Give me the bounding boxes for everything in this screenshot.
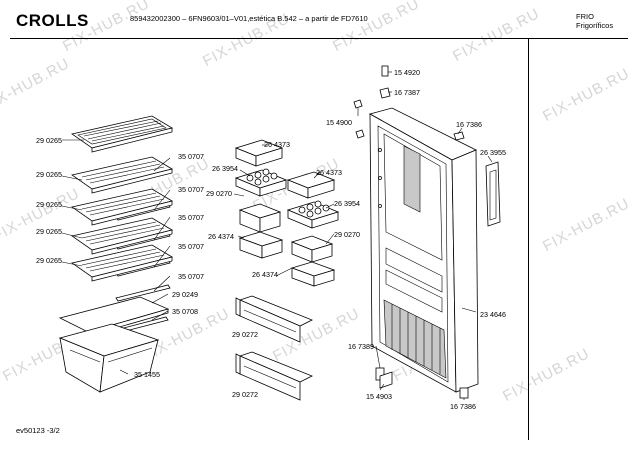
bottle-rack-lower xyxy=(235,351,313,401)
bottle-rack-upper xyxy=(235,295,313,343)
hinge-hardware xyxy=(353,65,469,399)
category-line-2: Frigoríficos xyxy=(576,21,614,30)
label-shelf-4: 29 0265 xyxy=(36,227,62,236)
page-reference: ev50123 -3/2 xyxy=(16,426,60,435)
category-label: FRIO Frigoríficos xyxy=(576,12,613,30)
shelf-5 xyxy=(71,244,174,302)
category-line-1: FRIO xyxy=(576,12,594,21)
label-glass-trim: 35 0708 xyxy=(172,307,198,316)
label-egg-tray-left: 26 3954 xyxy=(212,164,238,173)
door-handle xyxy=(485,161,501,227)
crisper-drawer xyxy=(58,323,160,393)
label-door-box-right: 26 4374 xyxy=(252,270,278,279)
brand-logo: CROLLS xyxy=(16,11,89,30)
label-hinge-cap-top: 16 7387 xyxy=(394,88,420,97)
door-assembly xyxy=(368,107,479,393)
label-egg-cover-left: 26 4373 xyxy=(264,140,290,149)
label-shelf-1: 29 0265 xyxy=(36,136,62,145)
label-bottom-cap: 16 7389 xyxy=(348,342,374,351)
label-door-assembly: 23 4646 xyxy=(480,310,506,319)
label-egg-cover-right: 26 4373 xyxy=(316,168,342,177)
label-hinge-pin-top: 15 4920 xyxy=(394,68,420,77)
label-door-shelf-small-left: 29 0270 xyxy=(206,189,232,198)
label-glass-plate: 29 0249 xyxy=(172,290,198,299)
label-bottom-hinge: 15 4903 xyxy=(366,392,392,401)
label-shelf-trim-1: 35 0707 xyxy=(178,152,204,161)
label-door-stop: 15 4900 xyxy=(326,118,352,127)
label-bottom-cap-right: 16 7386 xyxy=(450,402,476,411)
label-shelf-trim-3: 35 0707 xyxy=(178,213,204,222)
column-divider xyxy=(528,38,529,440)
door-accessories-right xyxy=(286,171,340,287)
label-bottle-rack-upper: 29 0272 xyxy=(232,330,258,339)
leader-lines xyxy=(61,71,493,400)
label-shelf-2: 29 0265 xyxy=(36,170,62,179)
door-accessories-left xyxy=(234,139,288,259)
label-egg-tray-right: 26 3954 xyxy=(334,199,360,208)
label-hinge-cover-right: 16 7386 xyxy=(456,120,482,129)
label-shelf-trim-4: 35 0707 xyxy=(178,242,204,251)
label-shelf-trim-5: 35 0707 xyxy=(178,272,204,281)
label-bottle-rack-lower: 29 0272 xyxy=(232,390,258,399)
shelf-group xyxy=(58,115,174,393)
label-crisper-drawer: 35 1455 xyxy=(134,370,160,379)
header-divider xyxy=(10,38,628,39)
model-line: 859432002300 – 6FN9603/01–V01,estética B… xyxy=(130,14,368,23)
label-shelf-5: 29 0265 xyxy=(36,256,62,265)
label-door-box-left: 26 4374 xyxy=(208,232,234,241)
label-shelf-trim-2: 35 0707 xyxy=(178,185,204,194)
label-door-handle: 26 3955 xyxy=(480,148,506,157)
label-door-shelf-small-right: 29 0270 xyxy=(334,230,360,239)
label-shelf-3: 29 0265 xyxy=(36,200,62,209)
